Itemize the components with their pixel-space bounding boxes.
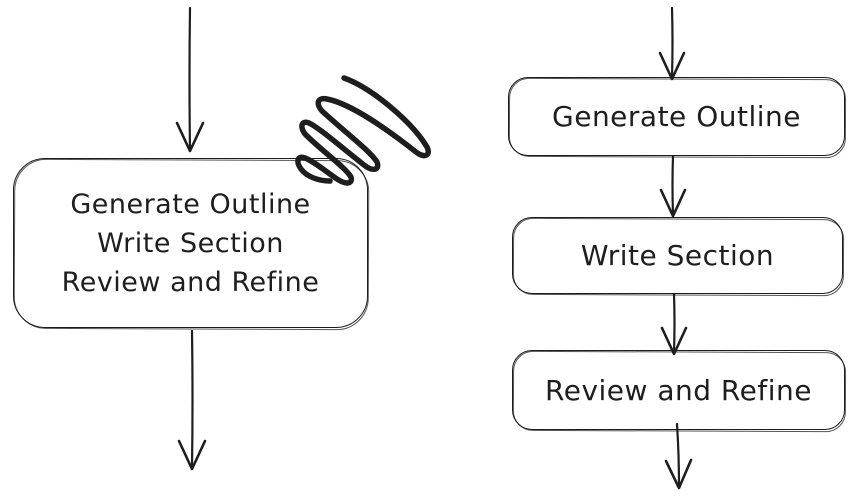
node-review-and-refine: Review and Refine xyxy=(512,350,845,430)
node-write-section: Write Section xyxy=(512,217,843,294)
arrow-generate-to-write-icon xyxy=(659,154,687,218)
arrow-into-generate-outline-icon xyxy=(658,6,686,81)
node-generate-outline: Generate Outline xyxy=(508,77,845,156)
combined-step-label-1: Generate Outline xyxy=(70,188,311,220)
arrow-out-of-review-icon xyxy=(664,422,693,490)
arrow-into-combined-box-icon xyxy=(175,6,205,153)
combined-step-label-3: Review and Refine xyxy=(61,266,320,298)
combined-step-label-2: Write Section xyxy=(97,227,284,259)
node-review-and-refine-label: Review and Refine xyxy=(545,373,812,407)
node-generate-outline-label: Generate Outline xyxy=(552,100,801,133)
node-write-section-label: Write Section xyxy=(580,239,775,272)
arrow-out-of-combined-box-icon xyxy=(177,329,207,471)
node-combined-steps: Generate Outline Write Section Review an… xyxy=(13,158,368,328)
arrow-write-to-review-icon xyxy=(660,292,688,356)
